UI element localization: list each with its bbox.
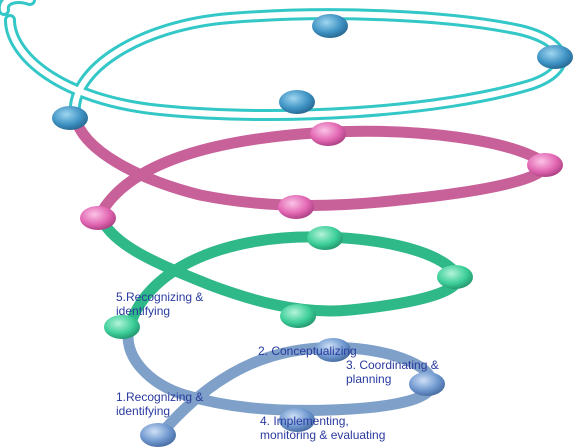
node-green-1 bbox=[307, 226, 343, 250]
node-green-2 bbox=[437, 265, 473, 289]
node-blue-1 bbox=[315, 338, 351, 362]
loop-blue bbox=[122, 319, 438, 441]
node-teal-4 bbox=[52, 106, 88, 130]
node-blue-2 bbox=[409, 372, 445, 396]
label-step-4: 4. Implementing, monitoring & evaluating bbox=[260, 414, 386, 442]
label-step-1: 1.Recognizing & identifying bbox=[116, 390, 204, 418]
node-blue-4 bbox=[140, 423, 176, 447]
node-blue-3 bbox=[279, 408, 315, 432]
label-step-5: 5.Recognizing & identifying bbox=[116, 290, 204, 318]
loop-magenta bbox=[69, 109, 550, 221]
loop-green bbox=[94, 209, 463, 331]
node-magenta-3 bbox=[278, 195, 314, 219]
label-step-2: 2. Conceptualizing bbox=[258, 344, 357, 358]
node-teal-3 bbox=[279, 90, 315, 114]
node-green-4 bbox=[104, 315, 140, 339]
node-teal-2 bbox=[537, 45, 573, 69]
node-magenta-1 bbox=[310, 122, 346, 146]
node-teal-1 bbox=[312, 14, 348, 38]
node-magenta-2 bbox=[527, 153, 563, 177]
label-step-3: 3. Coordinating & planning bbox=[346, 358, 439, 386]
node-magenta-4 bbox=[80, 206, 116, 230]
node-green-3 bbox=[280, 304, 316, 328]
